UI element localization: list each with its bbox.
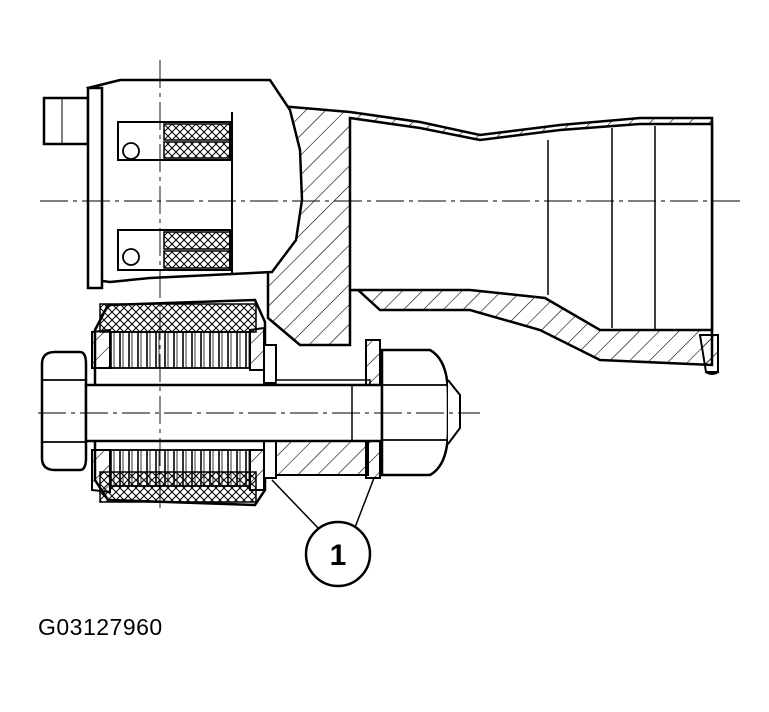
bolt-head bbox=[40, 350, 88, 472]
centerlines bbox=[38, 60, 740, 510]
housing-bore bbox=[348, 116, 714, 332]
figure-code: G03127960 bbox=[38, 614, 163, 640]
callout-1-label: 1 bbox=[330, 539, 347, 572]
nut bbox=[380, 348, 461, 477]
upper-bearing bbox=[117, 112, 233, 275]
end-seal bbox=[698, 334, 719, 375]
callout-leaders bbox=[271, 477, 375, 531]
callout-1: 1 bbox=[304, 520, 372, 588]
washer-left bbox=[263, 344, 277, 479]
